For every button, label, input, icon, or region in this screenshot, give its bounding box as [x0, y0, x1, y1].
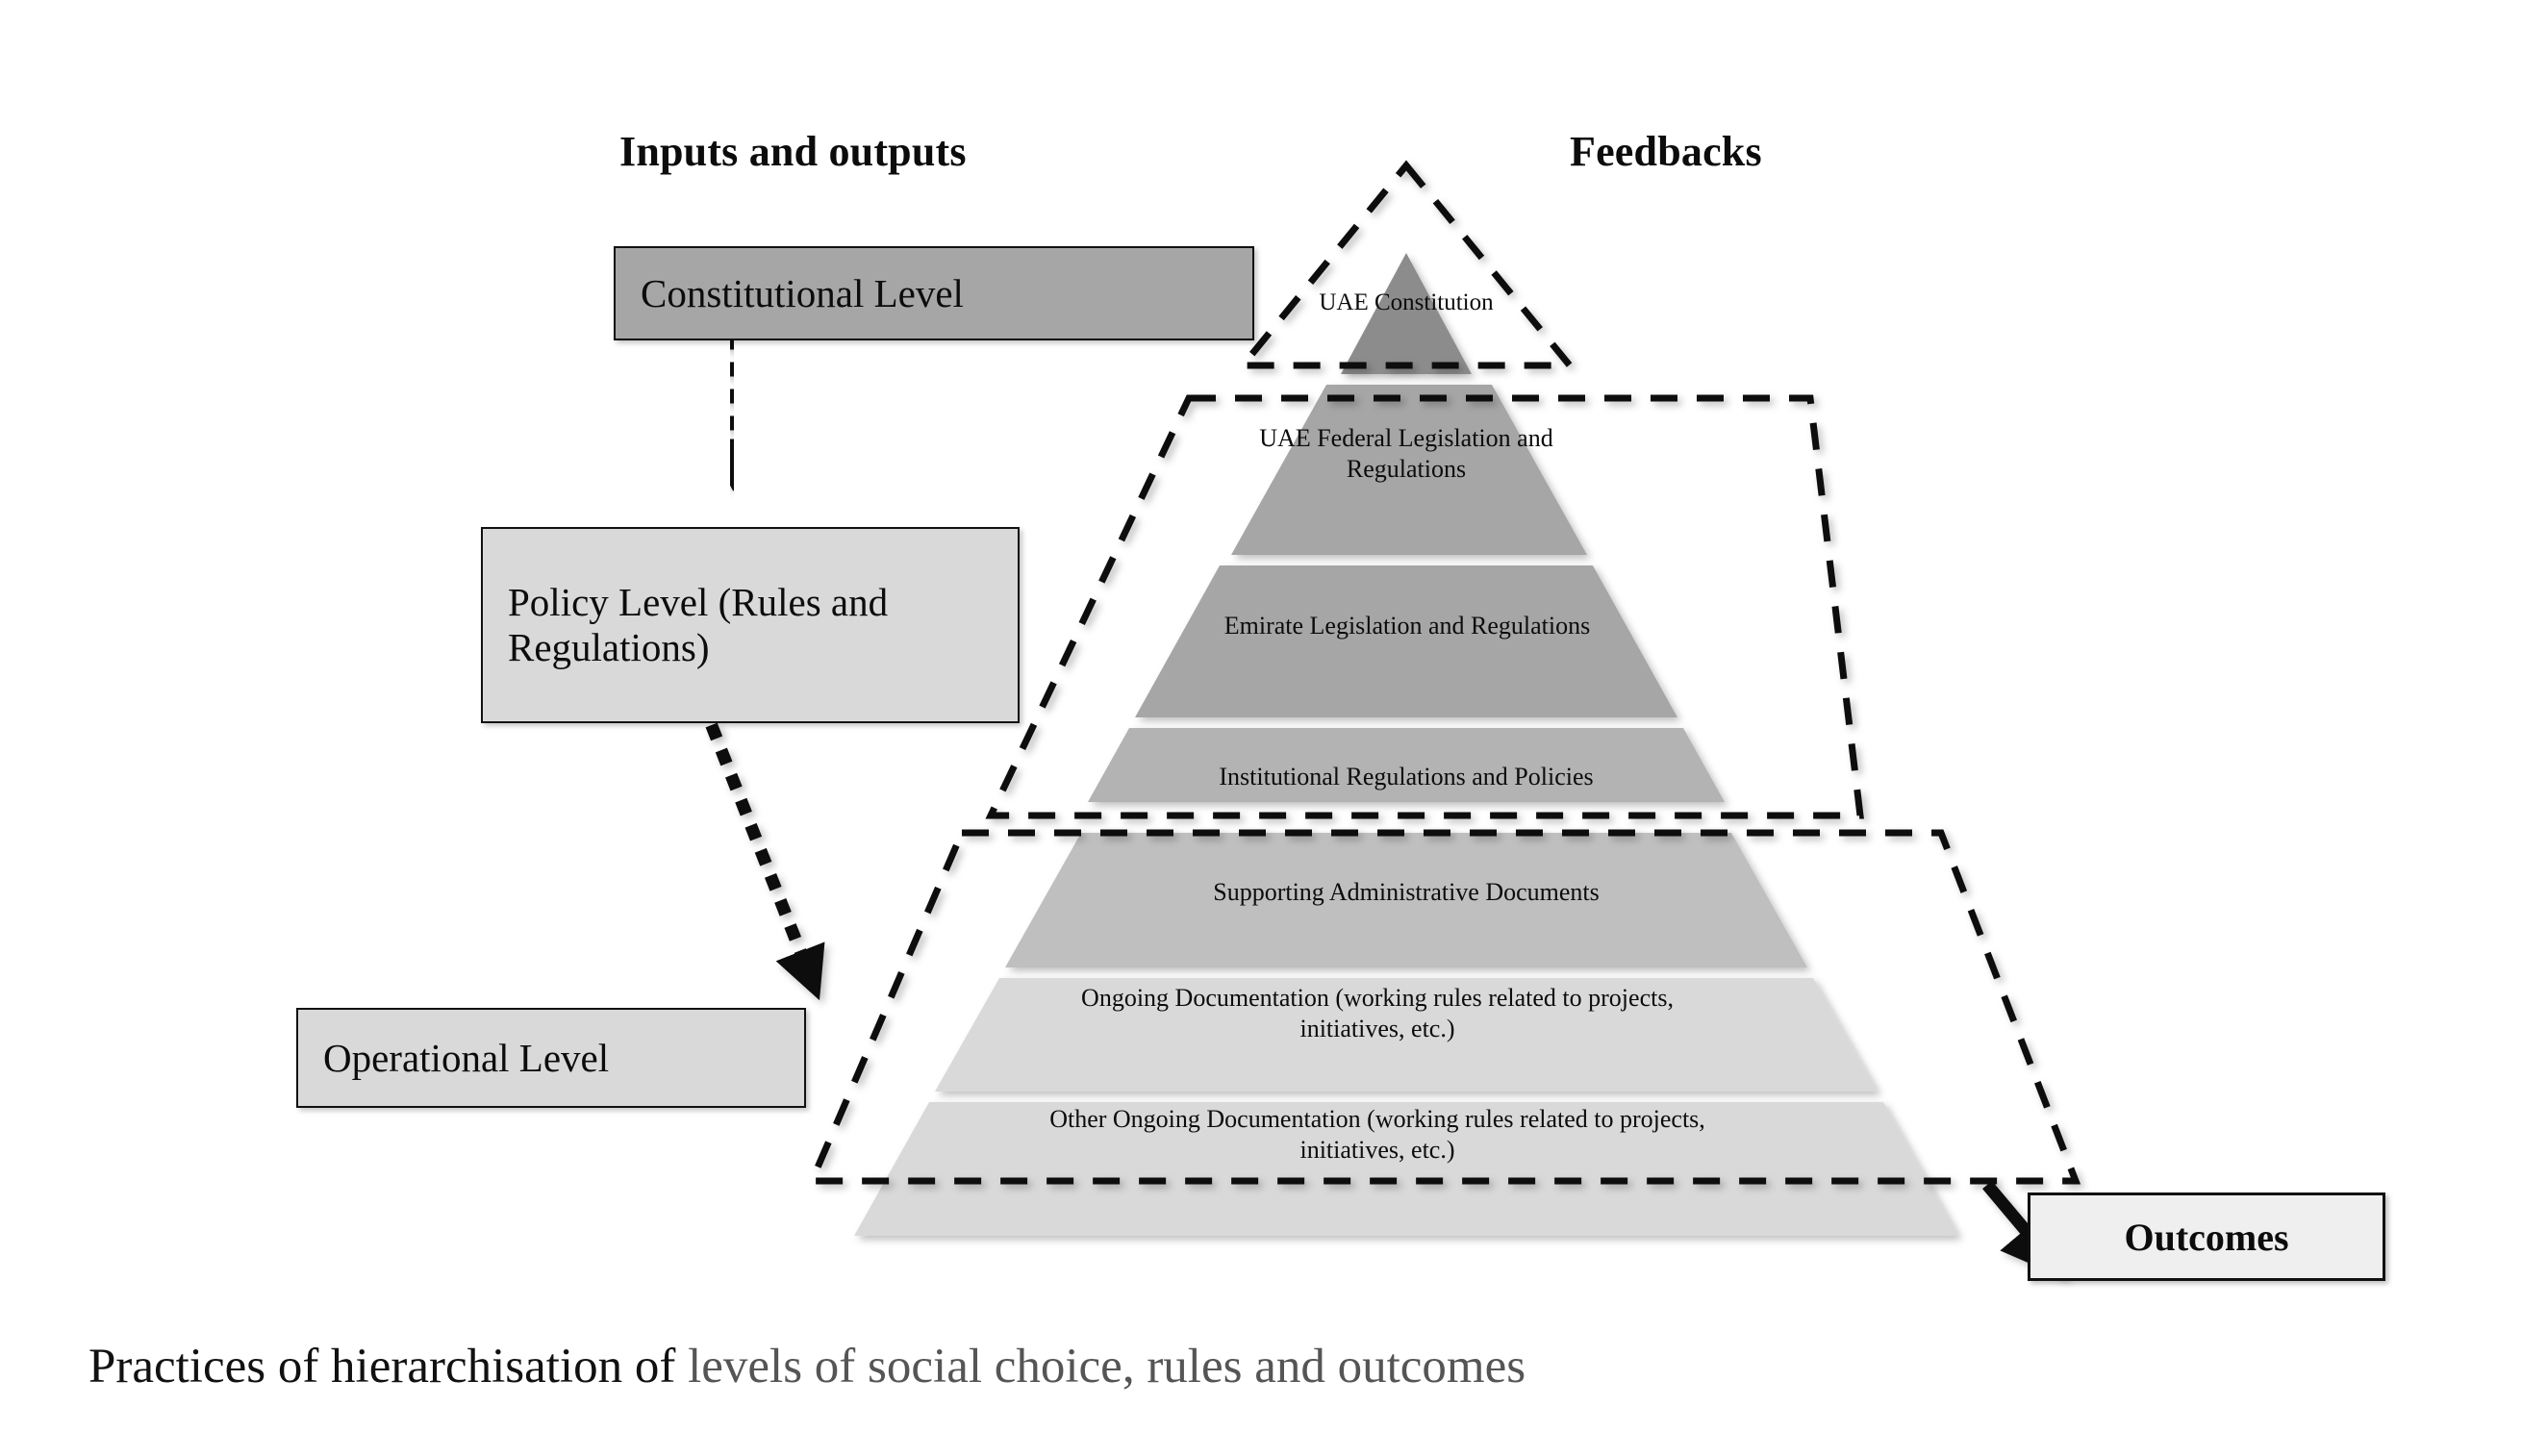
header-feedbacks: Feedbacks: [1570, 128, 1762, 175]
level-box-policy-label: Policy Level (Rules and Regulations): [508, 580, 889, 669]
pyramid-band-institutional-regulations: [1088, 728, 1725, 802]
figure-caption-part2: levels of social choice, rules and outco…: [688, 1340, 1526, 1393]
outcomes-label: Outcomes: [2124, 1215, 2289, 1259]
arrow-policy-to-operational: [705, 722, 825, 1001]
arrow-constitutional-to-policy: [705, 335, 759, 491]
level-box-policy[interactable]: Policy Level (Rules and Regulations): [481, 527, 1020, 723]
header-inputs-outputs: Inputs and outputs: [619, 128, 967, 175]
figure-caption: Practices of hierarchisation of levels o…: [88, 1339, 1526, 1394]
level-box-constitutional-label: Constitutional Level: [641, 270, 964, 315]
pyramid-band-other-ongoing-documentation: [854, 1102, 1958, 1236]
level-box-operational-label: Operational Level: [323, 1035, 610, 1080]
level-box-constitutional[interactable]: Constitutional Level: [614, 246, 1254, 340]
grouping-outline-constitutional: [1235, 160, 1577, 369]
pyramid-band-ongoing-documentation: [935, 978, 1878, 1092]
pyramid-band-emirate-legislation: [1135, 565, 1677, 717]
outcomes-box[interactable]: Outcomes: [2028, 1192, 2385, 1281]
pyramid-bands: [854, 253, 1958, 1236]
grouping-outline-policy: [985, 394, 1864, 819]
pyramid-band-supporting-administrative-documents: [1005, 833, 1807, 967]
level-box-operational[interactable]: Operational Level: [296, 1008, 806, 1108]
pyramid-band-uae-constitution: [1341, 253, 1472, 374]
grouping-outline-operational: [806, 829, 2081, 1185]
pyramid-band-uae-federal-legislation: [1231, 385, 1587, 555]
figure-caption-part1: Practices of hierarchisation of: [88, 1340, 689, 1393]
